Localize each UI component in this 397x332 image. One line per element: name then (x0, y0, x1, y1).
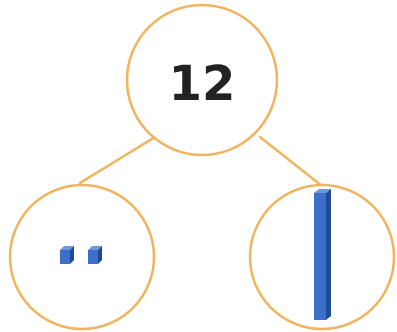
ones-cube (88, 246, 102, 264)
ones-cube-face (88, 250, 98, 264)
tens-rod-face (314, 193, 326, 320)
ones-cube (60, 246, 74, 264)
part-node-tens (250, 185, 394, 329)
part-node-ones (10, 185, 154, 329)
tens-rod-side (326, 189, 331, 320)
connector-left (80, 137, 155, 183)
whole-number: 12 (169, 56, 236, 112)
ones-cube-face (60, 250, 70, 264)
part-circle-left (10, 185, 154, 329)
whole-node: 12 (127, 5, 277, 155)
tens-rod (314, 189, 331, 320)
connector-right (260, 137, 322, 186)
